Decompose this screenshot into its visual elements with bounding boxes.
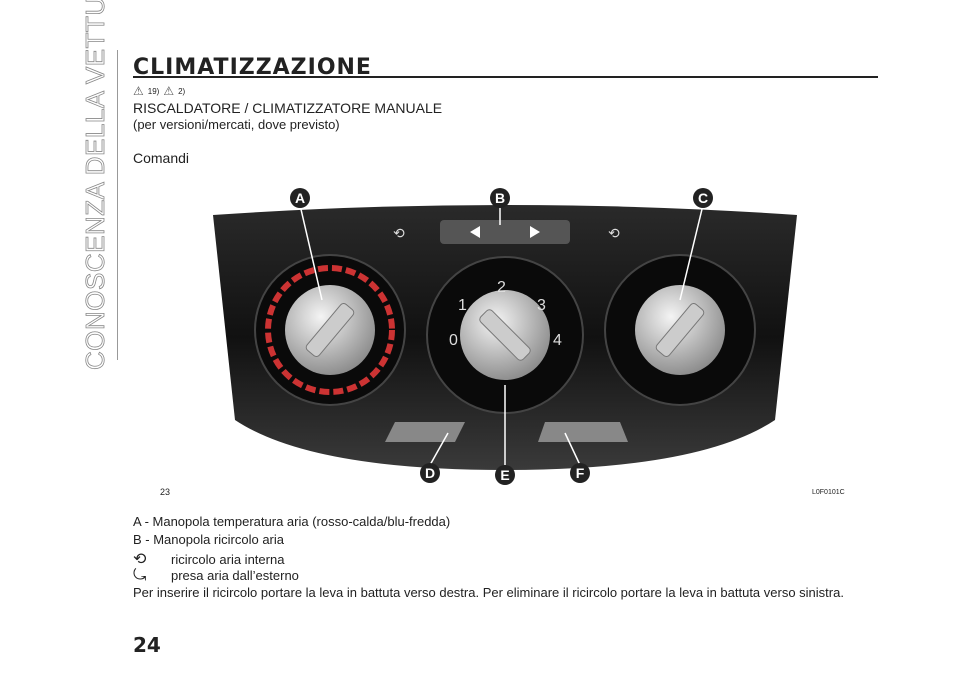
warning-refs: ⚠19) ⚠2) bbox=[133, 84, 185, 98]
climate-control-figure: ⟲ ⟲ 0 1 2 3 4 A B C D E F bbox=[213, 188, 797, 485]
legend-outside: ⤿ presa aria dall’esterno bbox=[133, 567, 299, 585]
warning-ref: 19) bbox=[147, 86, 160, 96]
section-side-title: CONOSCENZA DELLA VETTURA bbox=[80, 0, 111, 370]
recirculation-icon: ⟲ bbox=[133, 551, 147, 568]
label-b: B bbox=[495, 190, 505, 206]
fan-speed-1: 1 bbox=[458, 297, 467, 314]
legend-outside-text: presa aria dall’esterno bbox=[171, 568, 299, 583]
section-heading: Comandi bbox=[133, 150, 190, 166]
rear-defrost-button bbox=[385, 422, 465, 442]
page-title: CLIMATIZZAZIONE bbox=[133, 55, 372, 80]
legend-b: B - Manopola ricircolo aria bbox=[133, 532, 285, 547]
fan-speed-0: 0 bbox=[449, 332, 458, 349]
page-number: 24 bbox=[133, 633, 161, 657]
fan-speed-knob: 0 1 2 3 4 bbox=[426, 256, 584, 414]
label-e: E bbox=[500, 467, 509, 483]
environment-warning-icon: ⚠ bbox=[163, 84, 175, 98]
label-a: A bbox=[295, 190, 305, 206]
label-d: D bbox=[425, 465, 435, 481]
side-divider bbox=[117, 50, 118, 360]
svg-text:⟲: ⟲ bbox=[393, 225, 405, 241]
heading: RISCALDATORE / CLIMATIZZATORE MANUALE bbox=[133, 100, 443, 116]
legend-recirc: ⟲ ricircolo aria interna bbox=[133, 549, 284, 569]
fan-speed-4: 4 bbox=[553, 332, 562, 349]
svg-text:⟲: ⟲ bbox=[608, 225, 620, 241]
warning-icon: ⚠ bbox=[133, 84, 144, 98]
figure-number: 23 bbox=[160, 487, 171, 497]
legend-recirc-text: ricircolo aria interna bbox=[171, 552, 285, 567]
fan-speed-3: 3 bbox=[537, 297, 546, 314]
figure-code: L0F0101C bbox=[812, 489, 845, 496]
ac-button bbox=[538, 422, 628, 442]
subheading: (per versioni/mercati, dove previsto) bbox=[133, 117, 340, 132]
air-distribution-knob bbox=[604, 254, 756, 406]
title-rule bbox=[133, 76, 878, 78]
label-c: C bbox=[698, 190, 708, 206]
warning-ref: 2) bbox=[178, 86, 186, 96]
label-f: F bbox=[576, 465, 585, 481]
recirc-slider bbox=[440, 220, 570, 244]
temperature-knob bbox=[254, 254, 406, 406]
outside-air-icon: ⤿ bbox=[133, 567, 147, 584]
fan-speed-2: 2 bbox=[497, 279, 506, 296]
legend-note: Per inserire il ricircolo portare la lev… bbox=[133, 585, 844, 600]
legend-a: A - Manopola temperatura aria (rosso-cal… bbox=[133, 514, 451, 529]
